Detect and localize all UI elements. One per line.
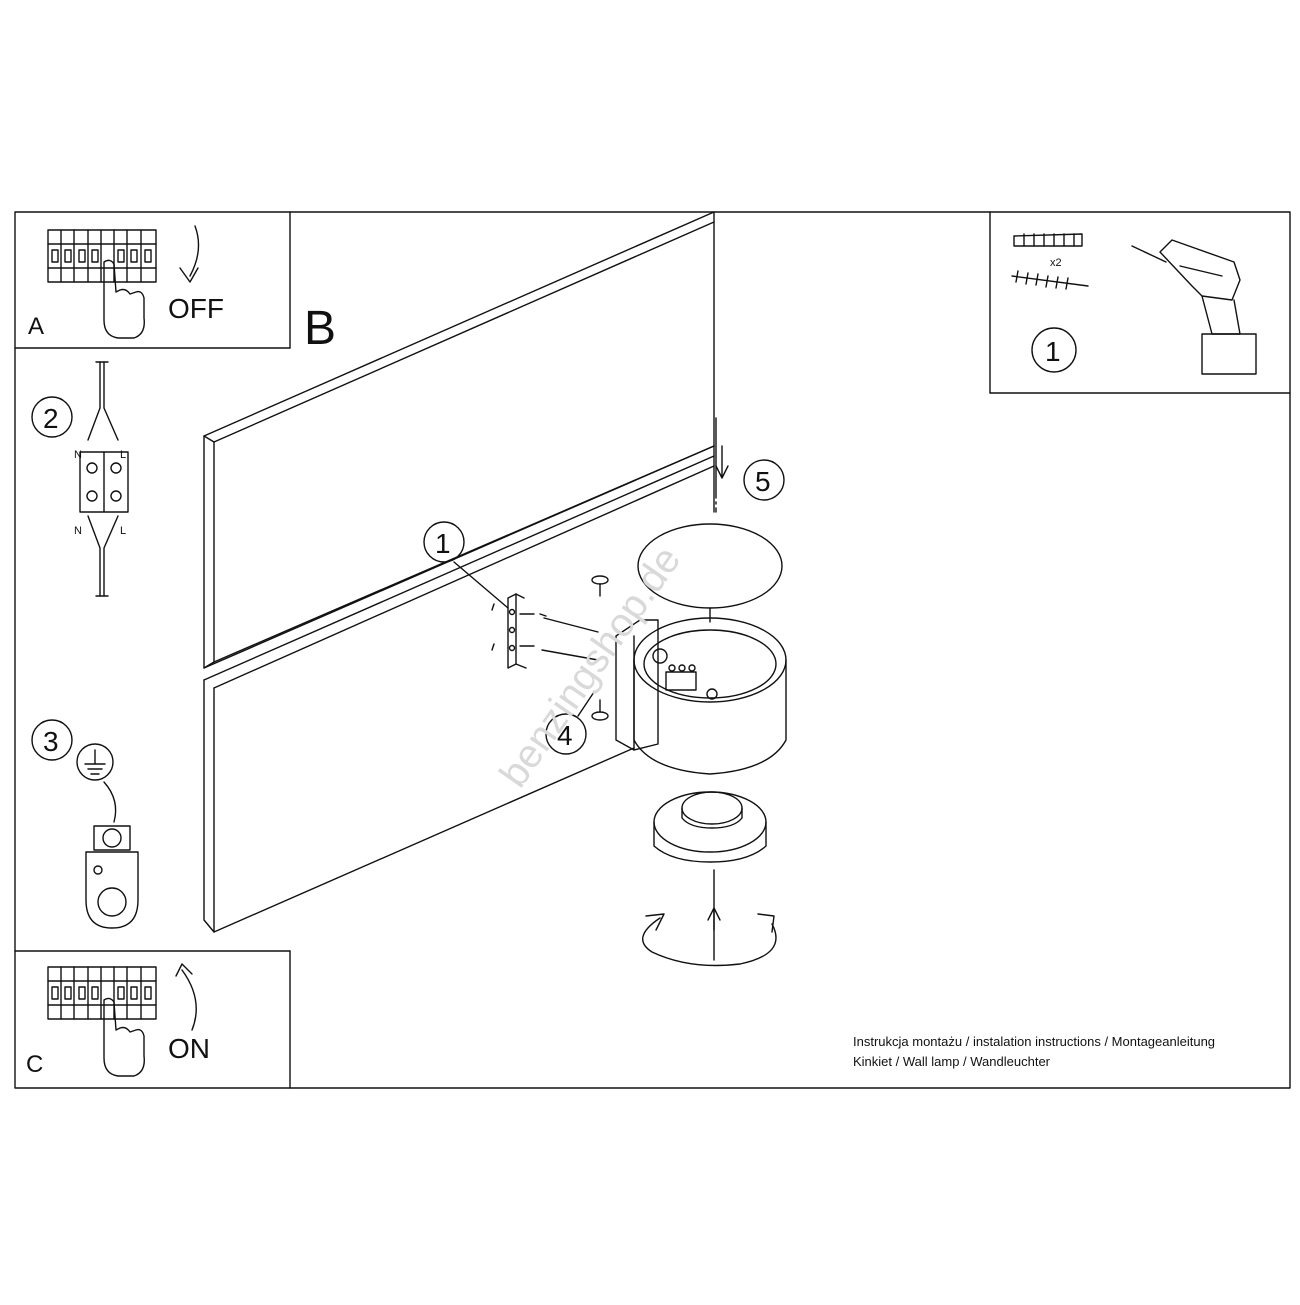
step-3-number: 3 [43, 726, 59, 757]
watermark: benzingshop.de [491, 539, 689, 796]
switch-off-label: OFF [168, 293, 224, 324]
step-5-number: 5 [755, 466, 771, 497]
wall-plug-icon [1013, 233, 1083, 247]
step-1b-number: 1 [435, 528, 451, 559]
hand-icon [103, 259, 145, 339]
bottom-diffuser [653, 791, 767, 863]
step-5-circle [743, 459, 785, 501]
footer-line-1: Instrukcja montażu / instalation instruc… [853, 1034, 1215, 1049]
neutral-label-top: N [74, 449, 82, 461]
step-2-wiring: 2 N L N L [31, 361, 129, 597]
step-1b-circle [423, 521, 465, 563]
tools-panel: x2 1 [989, 211, 1291, 394]
step-1-circle [1031, 327, 1077, 373]
panel-a: OFF A [14, 211, 291, 349]
small-screws [591, 575, 609, 721]
panel-a-letter: A [28, 313, 44, 340]
neutral-label-bottom: N [74, 525, 82, 537]
wall-slab [203, 211, 715, 933]
earth-terminal-icon [85, 825, 139, 929]
live-label-top: L [120, 449, 126, 461]
breaker-panel-icon [47, 229, 157, 283]
lamp-body [615, 617, 787, 775]
panel-c-letter: C [26, 1051, 43, 1078]
breaker-panel-icon [47, 966, 157, 1020]
step-4-circle [545, 713, 587, 755]
step-3-circle [31, 719, 73, 761]
arrow-up-icon [181, 969, 197, 1031]
screw-icon [1011, 270, 1089, 290]
drill-icon [1131, 239, 1257, 375]
footer-line-2: Kinkiet / Wall lamp / Wandleuchter [853, 1054, 1051, 1069]
step-4-number: 4 [557, 720, 573, 751]
earth-symbol-icon [76, 743, 114, 781]
hand-icon [103, 997, 145, 1077]
switch-on-label: ON [168, 1033, 210, 1064]
rotate-arrow-icon [642, 917, 777, 967]
live-label-bottom: L [120, 525, 126, 537]
step-1-number: 1 [1045, 336, 1061, 367]
fixing-screws [491, 603, 599, 661]
terminal-connector [665, 664, 697, 691]
step-2-number: 2 [43, 403, 59, 434]
panel-c: ON C [14, 950, 291, 1089]
outer-frame [14, 211, 1291, 1089]
arrow-down-icon [189, 225, 200, 277]
step-3-earth: 3 [31, 719, 139, 929]
panel-b-letter: B [304, 302, 336, 355]
quantity-label: x2 [1050, 257, 1062, 269]
mounting-bracket [507, 593, 527, 669]
step-2-circle [31, 396, 73, 438]
